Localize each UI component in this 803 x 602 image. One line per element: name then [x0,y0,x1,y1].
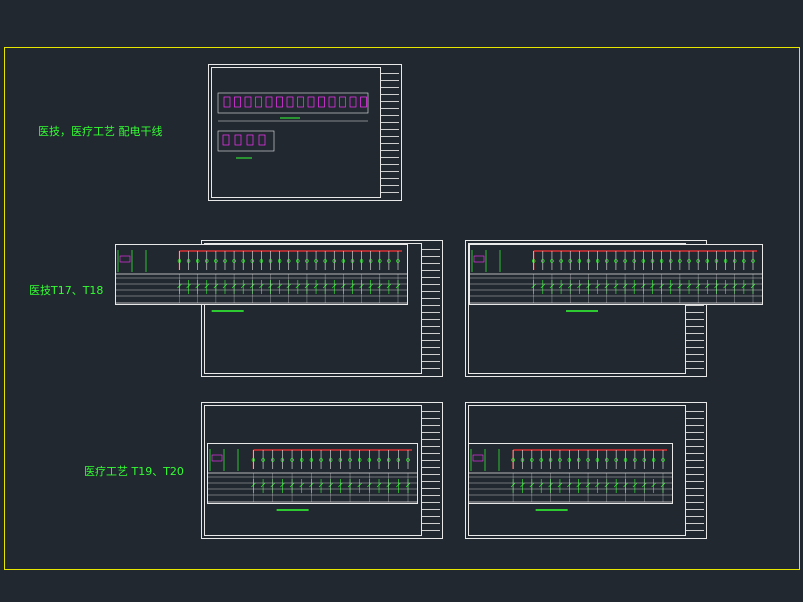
schematic-strip-t20 [468,443,673,504]
sheet-distribution-main[interactable] [208,64,402,201]
sheet-t17[interactable] [201,240,443,377]
schematic-strip-t19 [207,443,418,504]
label-medical-t17-t18: 医技T17、T18 [29,284,104,297]
sheet-t20[interactable] [465,402,707,539]
label-medical-distribution: 医技，医疗工艺 配电干线 [38,125,163,138]
sheet-t19[interactable] [201,402,443,539]
label-process-t19-t20: 医疗工艺 T19、T20 [84,465,184,478]
schematic-strip-t18 [469,244,763,305]
drawing-outer-frame [4,47,800,570]
